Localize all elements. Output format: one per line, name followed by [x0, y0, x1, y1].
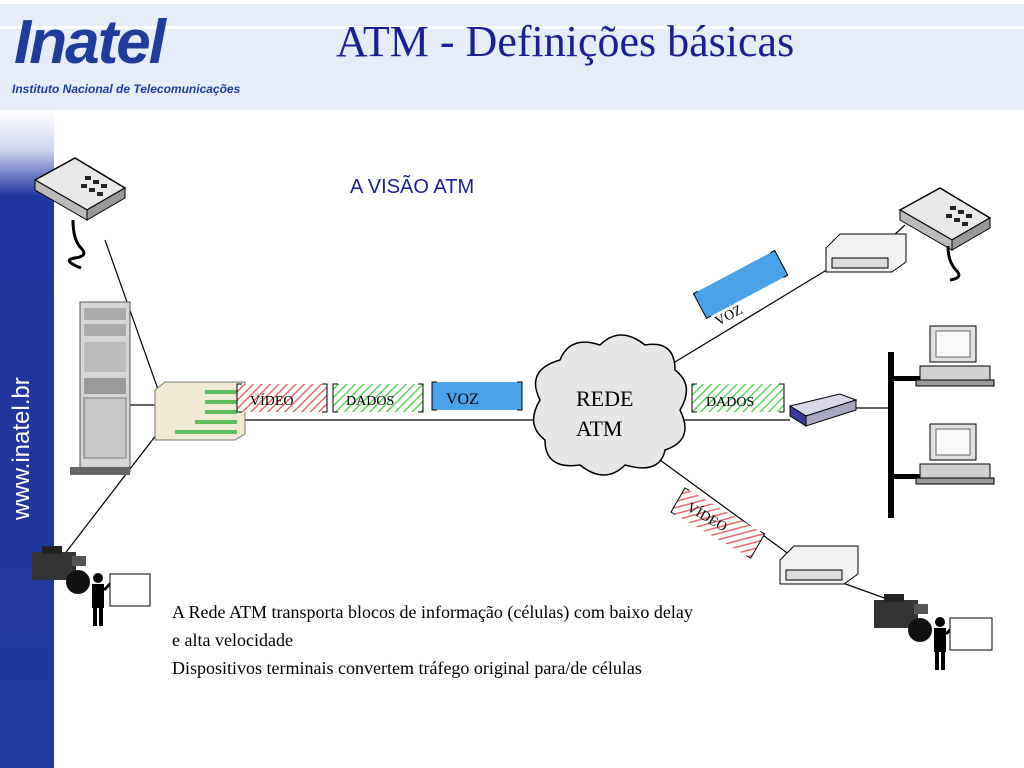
- description-line-3: Dispositivos terminais convertem tráfego…: [172, 658, 642, 678]
- cloud-label: REDE ATM: [576, 384, 633, 444]
- cell-video-left: [236, 383, 328, 413]
- tower-computer-icon: [70, 301, 131, 475]
- telephone-right-icon: [898, 187, 992, 282]
- video-camera-left-icon: [32, 546, 90, 594]
- description: A Rede ATM transporta blocos de informaç…: [172, 598, 852, 682]
- easel-right: [949, 617, 993, 651]
- cell-dados-left-label: DADOS: [346, 394, 394, 409]
- cell-dados-left: [332, 383, 424, 413]
- header-stripe-2: [0, 26, 1024, 29]
- video-camera-right-icon: [874, 594, 932, 642]
- header-stripe: [0, 0, 1024, 4]
- cell-video-left-label: VÍDEO: [250, 392, 294, 409]
- workstation-bottom-icon: [915, 423, 995, 485]
- description-line-2: e alta velocidade: [172, 630, 293, 650]
- cell-voz-right: [692, 249, 789, 320]
- modem-top-icon: [825, 233, 907, 273]
- presenter-left-icon: [92, 573, 114, 626]
- logo-subtitle: Instituto Nacional de Telecomunicações: [12, 82, 241, 96]
- cloud-label-line-1: REDE: [576, 386, 634, 411]
- lan-bus: [888, 352, 920, 518]
- side-band: [0, 110, 54, 768]
- description-line-1: A Rede ATM transporta blocos de informaç…: [172, 602, 693, 622]
- router-icon: [788, 393, 858, 427]
- cell-dados-right: [691, 383, 785, 413]
- slide-title: ATM - Definições básicas: [336, 17, 795, 66]
- inatel-logo: Inatel: [14, 8, 166, 77]
- cell-voz-left-label: VOZ: [446, 391, 479, 408]
- header-band: [0, 0, 1024, 110]
- cell-voz-left: [431, 381, 523, 411]
- modem-bottom-icon: [779, 545, 859, 585]
- cell-dados-right-label: DADOS: [706, 395, 754, 410]
- easel-left: [109, 573, 151, 607]
- diagram-subtitle: A VISÃO ATM: [350, 176, 475, 198]
- atm-switch-icon: [154, 381, 246, 441]
- workstation-top-icon: [915, 325, 995, 387]
- atm-cloud: [532, 334, 688, 476]
- cloud-label-line-2: ATM: [576, 416, 623, 441]
- telephone-left-icon: [33, 157, 127, 270]
- cell-video-right: [670, 487, 766, 559]
